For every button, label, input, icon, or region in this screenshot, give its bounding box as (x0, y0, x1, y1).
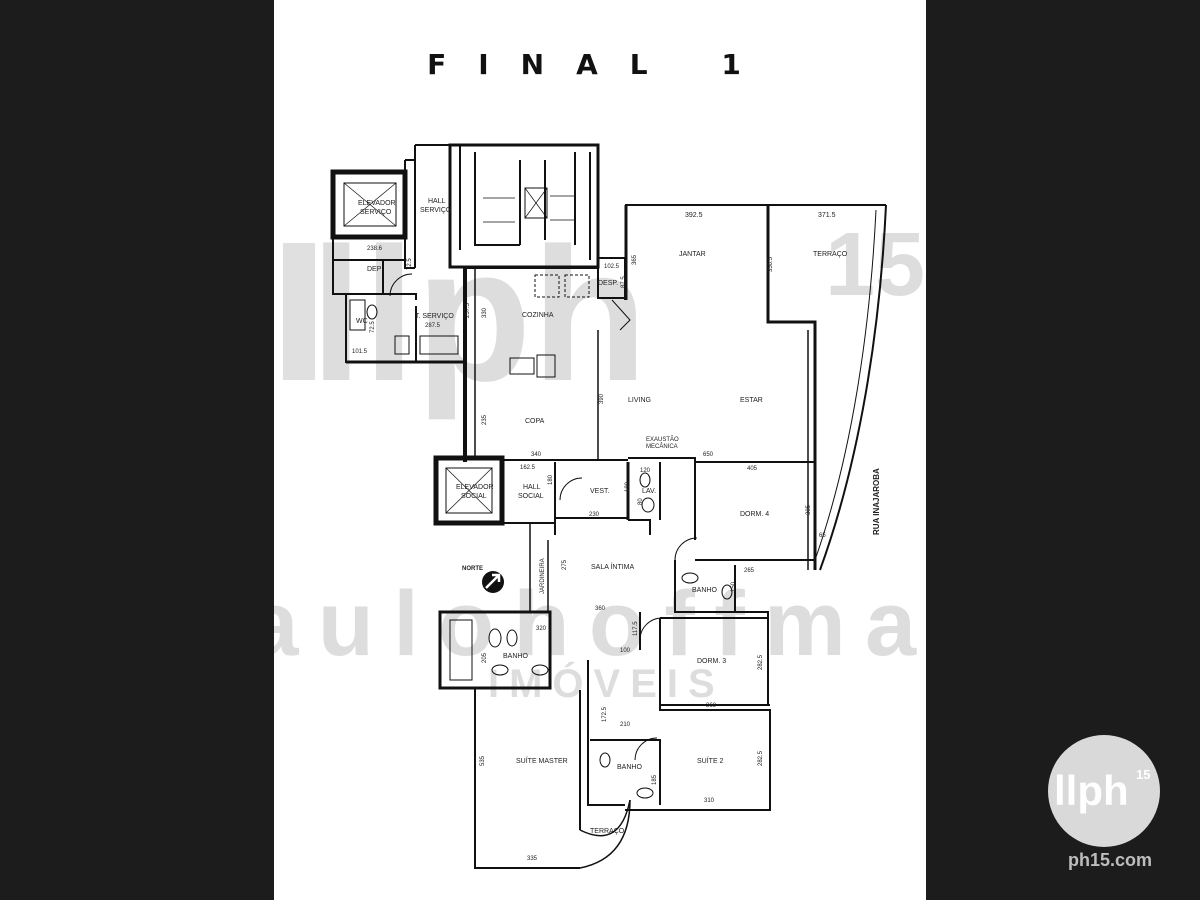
dim-535: 535 (480, 755, 486, 766)
dim-210: 210 (620, 722, 631, 728)
label-dorm3: DORM. 3 (697, 658, 726, 665)
dim-101-5: 101.5 (352, 349, 368, 355)
dim-282-5b: 282.5 (758, 750, 764, 766)
dim-340: 340 (531, 452, 542, 458)
label-exaustao-1: EXAUSTÃO (646, 436, 679, 443)
walls (330, 143, 887, 869)
label-norte: NORTE (462, 566, 483, 572)
dim-371-5: 371.5 (818, 212, 836, 219)
label-elevador-servico-1: ELEVADOR (358, 200, 396, 207)
label-desp: DESP. (598, 280, 618, 287)
label-suite-master: SUÍTE MASTER (516, 756, 568, 765)
dim-65: 65 (819, 533, 826, 539)
room-labels: ELEVADOR SERVIÇO HALL SERVIÇO DEP WC T. … (356, 198, 881, 835)
dim-205: 205 (482, 652, 488, 663)
label-exaustao-2: MECÂNICA (646, 443, 678, 450)
label-rua: RUA INAJAROBA (872, 468, 881, 535)
north-arrow-icon (482, 571, 504, 593)
watermark-bar (283, 243, 315, 380)
label-elevador-social-2: SOCIAL (461, 493, 487, 500)
label-wc: WC (356, 318, 368, 325)
dim-172-5: 172.5 (602, 706, 608, 722)
label-elevador-servico-2: SERVIÇO (360, 209, 392, 216)
dim-305: 305 (806, 504, 812, 515)
label-dep: DEP (367, 266, 382, 273)
label-banho-top: BANHO (692, 587, 717, 594)
dim-330: 330 (482, 307, 488, 318)
label-terraco-small: TERRAÇO (590, 828, 625, 835)
label-banho-suite2: BANHO (617, 764, 642, 771)
dim-257-5: 257.5 (465, 302, 471, 318)
dim-287-5: 287.5 (425, 323, 441, 329)
dim-72-5b: 72.5 (370, 321, 376, 333)
dim-102-5: 102.5 (604, 264, 620, 270)
dim-180: 180 (548, 474, 554, 485)
label-living: LIVING (628, 397, 651, 404)
label-hall-servico-1: HALL (428, 198, 446, 205)
plan-title: FINAL 1 (427, 48, 773, 81)
dim-360: 360 (595, 606, 606, 612)
label-copa: COPA (525, 418, 545, 425)
dim-162-5: 162.5 (520, 465, 536, 471)
label-sala-intima: SALA ÍNTIMA (591, 562, 635, 571)
label-terraco: TERRAÇO (813, 251, 848, 258)
dim-235: 235 (482, 414, 488, 425)
dim-320: 320 (536, 626, 547, 632)
dimension-labels: 392.5 371.5 102.5 238.6 287.5 101.5 340 … (352, 212, 836, 862)
website-link[interactable]: ph15.com (1067, 850, 1153, 870)
dim-310: 310 (704, 798, 715, 804)
watermark-brand: paulohoffmann (274, 573, 926, 675)
label-banho-master: BANHO (503, 653, 528, 660)
dim-80: 80 (638, 498, 644, 505)
label-jantar: JANTAR (679, 251, 706, 258)
label-hall-servico-2: SERVIÇO (420, 207, 452, 214)
floor-plan-drawing: llph 15 paulohoffmann IMÓVEIS (274, 143, 926, 869)
dim-72-5: 72.5 (407, 258, 413, 270)
dim-100: 100 (620, 648, 631, 654)
dim-117-5: 117.5 (633, 621, 639, 636)
dim-230: 230 (589, 512, 600, 518)
dim-185: 185 (652, 774, 658, 785)
floor-plan-sheet: FINAL 1 llph 15 paulohoffmann IMÓVEIS (274, 0, 926, 900)
dim-390: 390 (599, 393, 605, 404)
dim-87-5: 87.5 (621, 276, 627, 288)
dim-265: 265 (744, 568, 755, 574)
dim-392-5: 392.5 (685, 212, 703, 219)
label-t-servico: T. SERVIÇO (415, 313, 454, 320)
watermark-sub: IMÓVEIS (488, 660, 725, 706)
dim-238-6: 238.6 (367, 246, 383, 252)
label-jardineira: JARDINEIRA (540, 558, 546, 594)
label-dorm4: DORM. 4 (740, 511, 769, 518)
label-vest: VEST. (590, 488, 610, 495)
dim-180b: 180 (625, 481, 631, 492)
dim-650: 650 (703, 452, 714, 458)
dim-282-5: 282.5 (758, 654, 764, 670)
dim-368: 368 (706, 703, 717, 709)
label-suite2: SUÍTE 2 (697, 756, 724, 765)
dim-335: 335 (527, 856, 538, 862)
badge-logo-icon: llph 15 (1054, 767, 1150, 814)
label-cozinha: COZINHA (522, 312, 554, 319)
dim-275: 275 (562, 559, 568, 570)
dim-405: 405 (747, 466, 758, 472)
dim-350-5: 350.5 (768, 256, 774, 272)
dim-120: 120 (640, 468, 651, 474)
dim-365: 365 (632, 254, 638, 265)
badge-logo: llph (1054, 767, 1129, 814)
label-estar: ESTAR (740, 397, 763, 404)
brand-badge: llph 15 (1048, 735, 1160, 847)
label-hall-social-2: SOCIAL (518, 493, 544, 500)
label-lav: LAV. (642, 488, 656, 495)
dim-150: 150 (731, 581, 737, 592)
label-hall-social-1: HALL (523, 484, 541, 491)
label-elevador-social-1: ELEVADOR (456, 484, 494, 491)
badge-logo-sup: 15 (1136, 767, 1150, 782)
